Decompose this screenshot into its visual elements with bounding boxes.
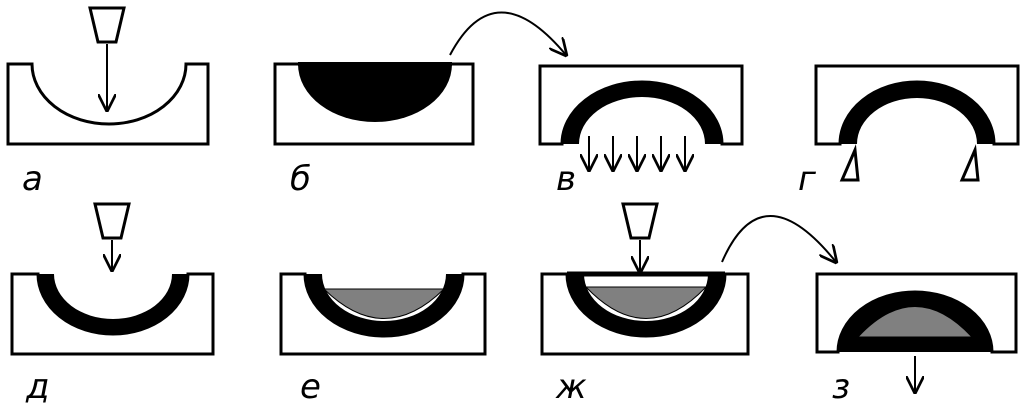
shell-layer xyxy=(567,274,725,336)
panel-b: б xyxy=(273,62,475,199)
panel-label-z: з xyxy=(832,367,850,407)
nozzle-icon xyxy=(621,202,659,240)
gray-fill xyxy=(856,306,974,338)
panel-d: д xyxy=(10,202,215,407)
panel-label-b: б xyxy=(290,159,311,199)
nozzle-icon xyxy=(93,202,131,240)
panel-label-v: в xyxy=(556,159,576,199)
panel-label-zh: ж xyxy=(555,367,587,407)
panel-v: в xyxy=(538,64,744,199)
support-right-icon xyxy=(959,144,980,182)
panel-a: а xyxy=(6,6,210,199)
gray-fill xyxy=(584,286,708,319)
filled-cavity xyxy=(298,64,452,122)
gray-fill xyxy=(322,288,446,319)
transfer-arrow xyxy=(721,215,836,262)
support-left-icon xyxy=(839,144,860,182)
panel-g: г xyxy=(798,64,1020,199)
panel-label-d: д xyxy=(25,367,50,407)
nozzle-icon xyxy=(88,6,126,44)
panel-e: е xyxy=(279,272,487,407)
shell-layer xyxy=(562,82,722,144)
panel-zh: ж xyxy=(540,202,750,407)
release-arrows xyxy=(589,136,685,170)
shell-layer xyxy=(840,82,994,144)
panel-label-a: а xyxy=(22,159,43,199)
shell-layer xyxy=(38,274,188,334)
panel-z: з xyxy=(815,272,1018,407)
panel-label-g: г xyxy=(798,159,817,199)
shell-layer xyxy=(305,274,463,336)
mold-block xyxy=(6,62,210,146)
transfer-arrow xyxy=(449,11,566,56)
panel-label-e: е xyxy=(300,367,321,407)
